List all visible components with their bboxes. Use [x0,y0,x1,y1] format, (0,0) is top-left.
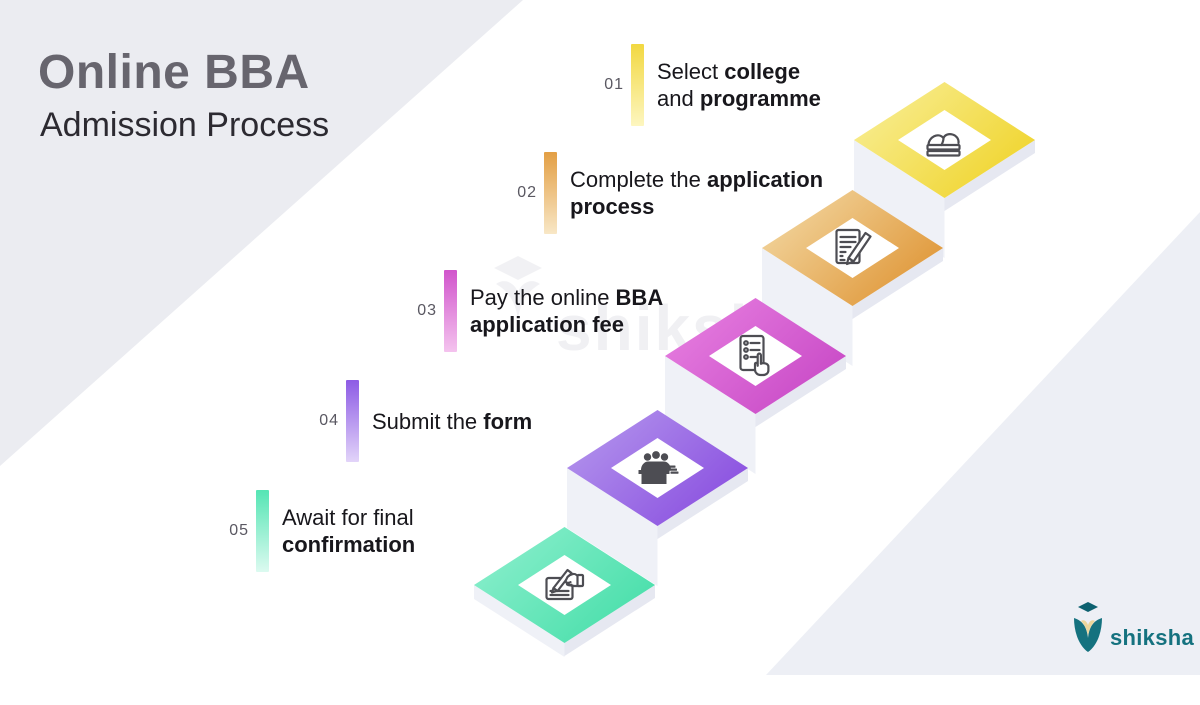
step-02-platform [762,190,943,366]
step-text: Await for final confirmation [282,504,415,558]
step-05-platform [474,527,655,657]
step-accent-bar [544,152,557,234]
step-text-normal: Pay the online [470,285,616,310]
step-text-bold: BBA [615,285,664,310]
money-stack-icon [926,133,961,157]
watermark-bird-icon [494,256,542,320]
page-title: Online BBA Admission Process [38,46,329,146]
step-04-label: 04 Submit the form [311,380,532,462]
step-text: Pay the online BBA application fee [470,284,663,338]
step-number: 01 [604,76,624,93]
step-accent-bar [256,490,269,572]
step-text-normal: Submit the [372,408,484,434]
step-text-bold: form [483,408,533,434]
step-number: 03 [417,302,437,319]
step-accent-bar [444,270,457,352]
form-pencil-icon [835,228,872,266]
step-01-label: 01 Select college and programme [596,44,821,126]
title-line2: Admission Process [40,105,330,144]
step-text-bold: college [724,59,801,84]
step-text-normal: Await for final [282,505,414,530]
step-text-normal: and [657,86,700,111]
people-icon [638,451,679,484]
step-number: 05 [229,522,249,539]
step-text: Submit the form [372,408,532,435]
step-text: Select college and programme [657,58,821,112]
step-text-bold: process [570,194,655,219]
step-text-bold: application [706,167,824,192]
step-number: 04 [319,412,339,429]
step-text-normal: Complete the [570,167,707,192]
shiksha-logo-icon [1074,602,1102,652]
step-03-platform [665,298,846,474]
step-04-platform [567,410,748,586]
step-05-label: 05 Await for final confirmation [221,490,415,572]
step-accent-bar [631,44,644,126]
title-line1: Online BBA [38,46,310,99]
step-text-bold: confirmation [282,532,416,557]
shiksha-logo: shiksha [1071,602,1194,654]
checklist-hand-icon [739,334,770,377]
step-accent-bar [346,380,359,462]
step-number: 02 [517,184,537,201]
step-01-platform [854,82,1035,258]
signing-icon [545,568,585,601]
step-02-label: 02 Complete the application process [509,152,823,234]
step-03-label: 03 Pay the online BBA application fee [409,270,663,352]
step-text-normal: Select [657,59,725,84]
step-text-bold: programme [699,86,821,111]
step-text: Complete the application process [570,166,823,220]
step-text-bold: application fee [470,312,625,337]
shiksha-logo-text: shiksha [1110,625,1195,650]
